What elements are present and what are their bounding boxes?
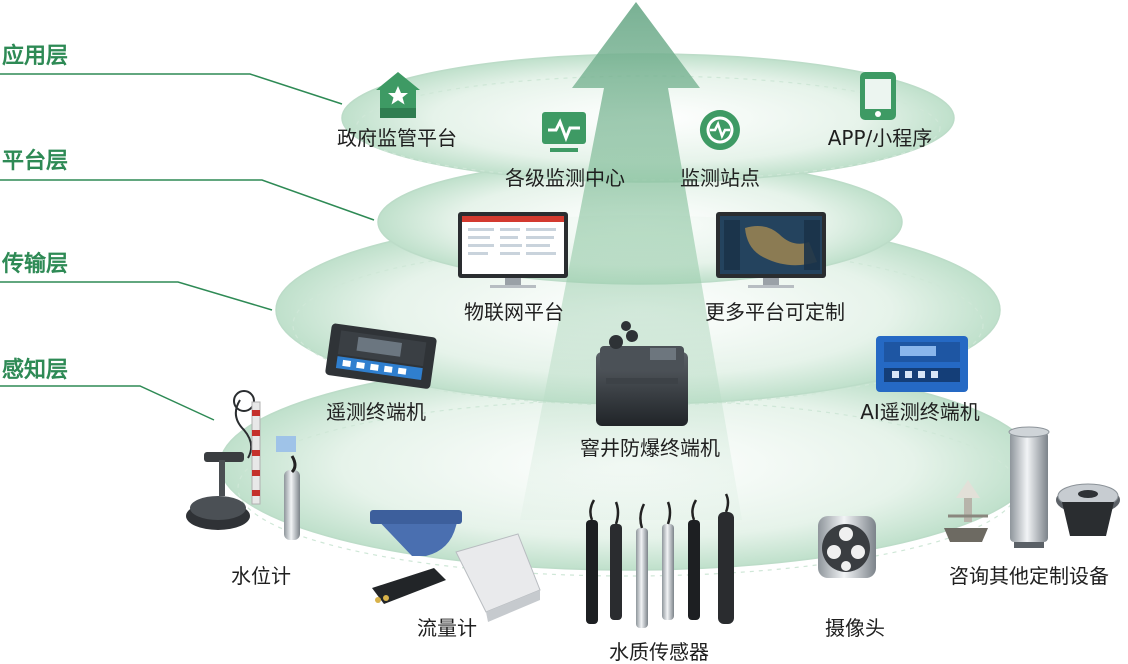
label-custom-platform: 更多平台可定制 [705, 300, 845, 324]
layer-leader-lines [0, 73, 375, 421]
label-iot-platform: 物联网平台 [464, 300, 564, 324]
label-gov-platform: 政府监管平台 [337, 126, 457, 150]
smartphone-icon [860, 72, 896, 120]
water-quality-sensors [586, 493, 734, 628]
layer-title-perception: 感知层 [2, 358, 69, 383]
water-level-sensor [186, 390, 300, 540]
label-camera: 摄像头 [825, 616, 885, 640]
weather-sensor [944, 480, 988, 542]
label-water-level: 水位计 [231, 564, 291, 588]
layer-title-application: 应用层 [2, 44, 69, 69]
label-water-quality: 水质传感器 [609, 640, 709, 664]
iot-platform-monitor [458, 212, 568, 288]
camera-device [818, 516, 876, 578]
ai-rtu-device [876, 336, 968, 392]
label-rtu: 遥测终端机 [326, 400, 426, 424]
label-explosion-proof-rtu: 窨井防爆终端机 [580, 436, 720, 460]
map-pin-pulse-icon [699, 110, 740, 150]
label-other-devices: 咨询其他定制设备 [949, 564, 1109, 588]
label-monitoring-station: 监测站点 [680, 166, 760, 190]
monitor-pulse-icon [542, 112, 586, 152]
rain-gauge [1008, 426, 1050, 548]
explosion-proof-device [596, 321, 688, 426]
layer-title-platform: 平台层 [2, 149, 69, 174]
layer-title-transport: 传输层 [2, 252, 69, 277]
custom-platform-monitor [716, 212, 826, 288]
rtu-device [325, 323, 437, 389]
label-monitoring-center: 各级监测中心 [505, 166, 625, 190]
label-ai-rtu: AI遥测终端机 [860, 400, 980, 424]
ground-sensor [1056, 483, 1120, 536]
label-flow-meter: 流量计 [417, 616, 477, 640]
label-app: APP/小程序 [827, 126, 933, 150]
flow-meter [370, 510, 541, 622]
house-star-icon [376, 72, 420, 118]
